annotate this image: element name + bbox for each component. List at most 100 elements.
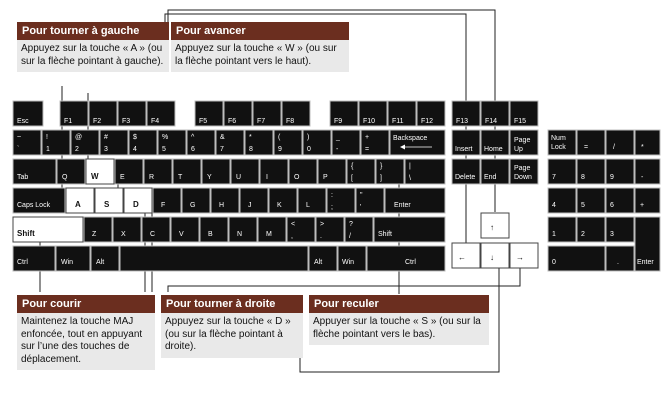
key-f7[interactable] [252, 100, 282, 127]
key-num-1[interactable] [547, 216, 577, 243]
key-esc[interactable] [12, 100, 44, 127]
key-l[interactable] [297, 187, 327, 214]
key-num-5[interactable] [576, 187, 606, 214]
key-3[interactable] [99, 129, 129, 156]
key-f8[interactable] [281, 100, 311, 127]
key-arrow-up[interactable] [480, 212, 510, 239]
key-o[interactable] [288, 158, 318, 185]
key-ctrl-left[interactable] [12, 245, 56, 272]
key-period[interactable] [315, 216, 345, 243]
key-f10[interactable] [358, 100, 388, 127]
key-v[interactable] [170, 216, 200, 243]
key-win-right[interactable] [337, 245, 367, 272]
key-num-plus[interactable] [634, 187, 661, 214]
key-w[interactable] [85, 158, 115, 185]
key-f14[interactable] [480, 100, 510, 127]
key-e[interactable] [114, 158, 144, 185]
key-backslash[interactable] [404, 158, 446, 185]
key-semicolon[interactable] [326, 187, 356, 214]
key-backspace[interactable] [389, 129, 446, 156]
key-num-slash[interactable] [605, 129, 635, 156]
key-f12[interactable] [416, 100, 446, 127]
key-delete[interactable] [451, 158, 481, 185]
key-f2[interactable] [88, 100, 118, 127]
key-shift-left[interactable] [12, 216, 84, 243]
key-g[interactable] [181, 187, 211, 214]
key-caps-lock[interactable] [12, 187, 66, 214]
key-h[interactable] [210, 187, 240, 214]
key-0[interactable] [302, 129, 332, 156]
key-f4[interactable] [146, 100, 176, 127]
key-z[interactable] [83, 216, 113, 243]
key-space[interactable] [119, 245, 309, 272]
key-c[interactable] [141, 216, 171, 243]
key-n[interactable] [228, 216, 258, 243]
key-f1[interactable] [59, 100, 89, 127]
key-num-4[interactable] [547, 187, 577, 214]
key-arrow-right[interactable] [509, 242, 539, 269]
key-ctrl-right[interactable] [366, 245, 446, 272]
key-quote[interactable] [355, 187, 385, 214]
key-f3[interactable] [117, 100, 147, 127]
key-d[interactable] [123, 187, 153, 214]
key-f5[interactable] [194, 100, 224, 127]
key-f6[interactable] [223, 100, 253, 127]
key-win-left[interactable] [55, 245, 91, 272]
key-arrow-left[interactable] [451, 242, 481, 269]
key-tilde[interactable] [12, 129, 42, 156]
key-9[interactable] [273, 129, 303, 156]
key-num-star[interactable] [634, 129, 661, 156]
key-m[interactable] [257, 216, 287, 243]
key-p[interactable] [317, 158, 347, 185]
key-num-3[interactable] [605, 216, 635, 243]
key-tab[interactable] [12, 158, 57, 185]
key-b[interactable] [199, 216, 229, 243]
key-a[interactable] [65, 187, 95, 214]
key-page-up[interactable] [509, 129, 539, 156]
key-8[interactable] [244, 129, 274, 156]
key-f13[interactable] [451, 100, 481, 127]
key-equals[interactable] [360, 129, 390, 156]
key-y[interactable] [201, 158, 231, 185]
key-6[interactable] [186, 129, 216, 156]
key-q[interactable] [56, 158, 86, 185]
key-num-6[interactable] [605, 187, 635, 214]
key-x[interactable] [112, 216, 142, 243]
key-num-8[interactable] [576, 158, 606, 185]
key-insert[interactable] [451, 129, 481, 156]
key-5[interactable] [157, 129, 187, 156]
key-1[interactable] [41, 129, 71, 156]
key-num-minus[interactable] [634, 158, 661, 185]
key-4[interactable] [128, 129, 158, 156]
key-f9[interactable] [329, 100, 359, 127]
key-7[interactable] [215, 129, 245, 156]
key-t[interactable] [172, 158, 202, 185]
key-num-enter[interactable] [634, 216, 661, 272]
key-home[interactable] [480, 129, 510, 156]
key-u[interactable] [230, 158, 260, 185]
key-s[interactable] [94, 187, 124, 214]
key-num-7[interactable] [547, 158, 577, 185]
key-comma[interactable] [286, 216, 316, 243]
key-arrow-down[interactable] [480, 242, 510, 269]
key-r[interactable] [143, 158, 173, 185]
key-enter[interactable] [384, 187, 446, 214]
key-f11[interactable] [387, 100, 417, 127]
key-num-equals[interactable] [576, 129, 606, 156]
key-alt-left[interactable] [90, 245, 120, 272]
key-num-0[interactable] [547, 245, 606, 272]
key-j[interactable] [239, 187, 269, 214]
key-f15[interactable] [509, 100, 539, 127]
key-num-9[interactable] [605, 158, 635, 185]
key-num-dot[interactable] [605, 245, 635, 272]
key-right-bracket[interactable] [375, 158, 405, 185]
key-page-down[interactable] [509, 158, 539, 185]
key-minus[interactable] [331, 129, 361, 156]
key-f[interactable] [152, 187, 182, 214]
key-end[interactable] [480, 158, 510, 185]
key-2[interactable] [70, 129, 100, 156]
key-i[interactable] [259, 158, 289, 185]
key-num-lock[interactable] [547, 129, 577, 156]
key-alt-right[interactable] [308, 245, 338, 272]
key-k[interactable] [268, 187, 298, 214]
